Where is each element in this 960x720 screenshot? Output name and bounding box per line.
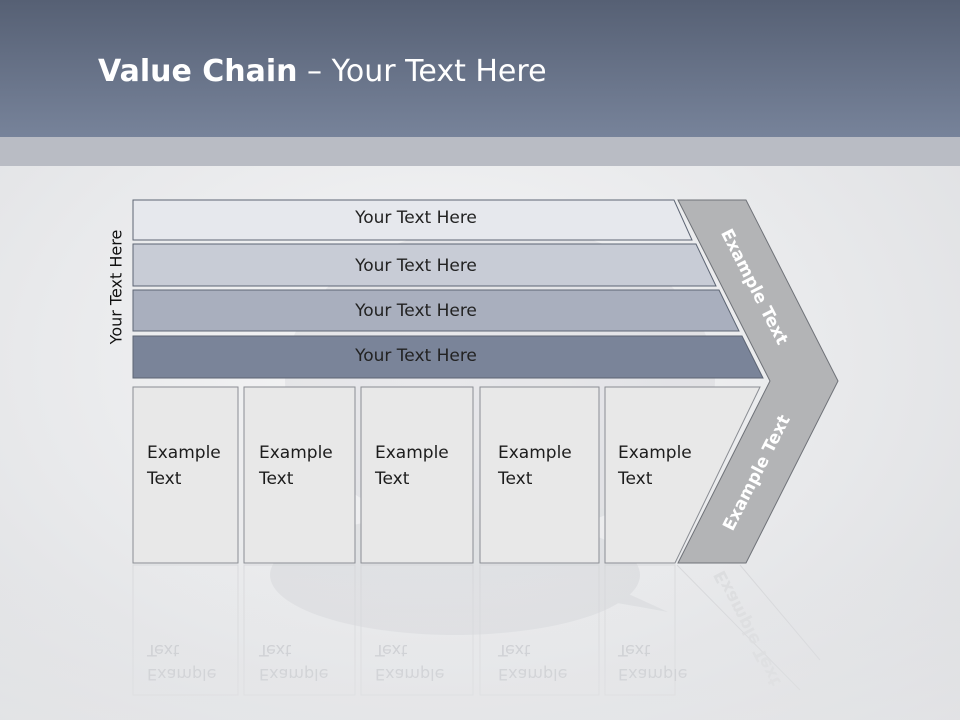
row-label-2: Your Text Here xyxy=(355,256,477,276)
row-label-4: Your Text Here xyxy=(355,346,477,366)
column-label-4-line2: Text xyxy=(498,469,533,489)
value-row-4 xyxy=(132,335,764,379)
header-subband xyxy=(0,137,960,166)
column-box-5 xyxy=(604,386,761,564)
column-reflection-1: Example Text xyxy=(147,638,216,686)
column-reflection-2: Example Text xyxy=(259,638,328,686)
column-label-1-line1: Example xyxy=(147,443,221,463)
column-reflection-2-line1: Example xyxy=(259,665,329,684)
column-reflection-4-line2: Text xyxy=(498,641,531,660)
column-reflection-4-line1: Example xyxy=(498,665,568,684)
column-reflection-2-line2: Text xyxy=(259,641,292,660)
slide-title: Value Chain – Your Text Here xyxy=(98,54,547,89)
column-label-2-line1: Example xyxy=(259,443,333,463)
column-reflection-5: Example Text xyxy=(618,638,687,686)
column-reflection-4: Example Text xyxy=(498,638,567,686)
column-reflection-5-line1: Example xyxy=(618,665,688,684)
column-label-3-line2: Text xyxy=(375,469,410,489)
row-label-1: Your Text Here xyxy=(355,208,477,228)
column-box-1 xyxy=(132,386,239,564)
title-regular: – Your Text Here xyxy=(297,54,547,89)
column-reflection-3-line2: Text xyxy=(375,641,408,660)
column-label-5-line2: Text xyxy=(618,469,653,489)
column-box-2 xyxy=(243,386,356,564)
column-box-3 xyxy=(360,386,474,564)
title-bold: Value Chain xyxy=(98,54,298,89)
margin-chevron xyxy=(677,199,839,564)
value-row-3 xyxy=(132,289,740,332)
column-reflection-3: Example Text xyxy=(375,638,444,686)
column-label-1-line2: Text xyxy=(147,469,182,489)
column-label-5-line1: Example xyxy=(618,443,692,463)
header-band xyxy=(0,0,960,137)
column-label-4-line1: Example xyxy=(498,443,572,463)
column-reflection-1-line1: Example xyxy=(147,665,217,684)
value-row-1 xyxy=(132,199,693,241)
column-reflection-3-line1: Example xyxy=(375,665,445,684)
column-reflection-5-line2: Text xyxy=(618,641,651,660)
column-reflection-1-line2: Text xyxy=(147,641,180,660)
value-row-2 xyxy=(132,243,717,287)
row-label-3: Your Text Here xyxy=(355,301,477,321)
side-axis-label: Your Text Here xyxy=(106,229,126,345)
column-label-3-line1: Example xyxy=(375,443,449,463)
column-box-4 xyxy=(479,386,600,564)
column-label-2-line2: Text xyxy=(259,469,294,489)
